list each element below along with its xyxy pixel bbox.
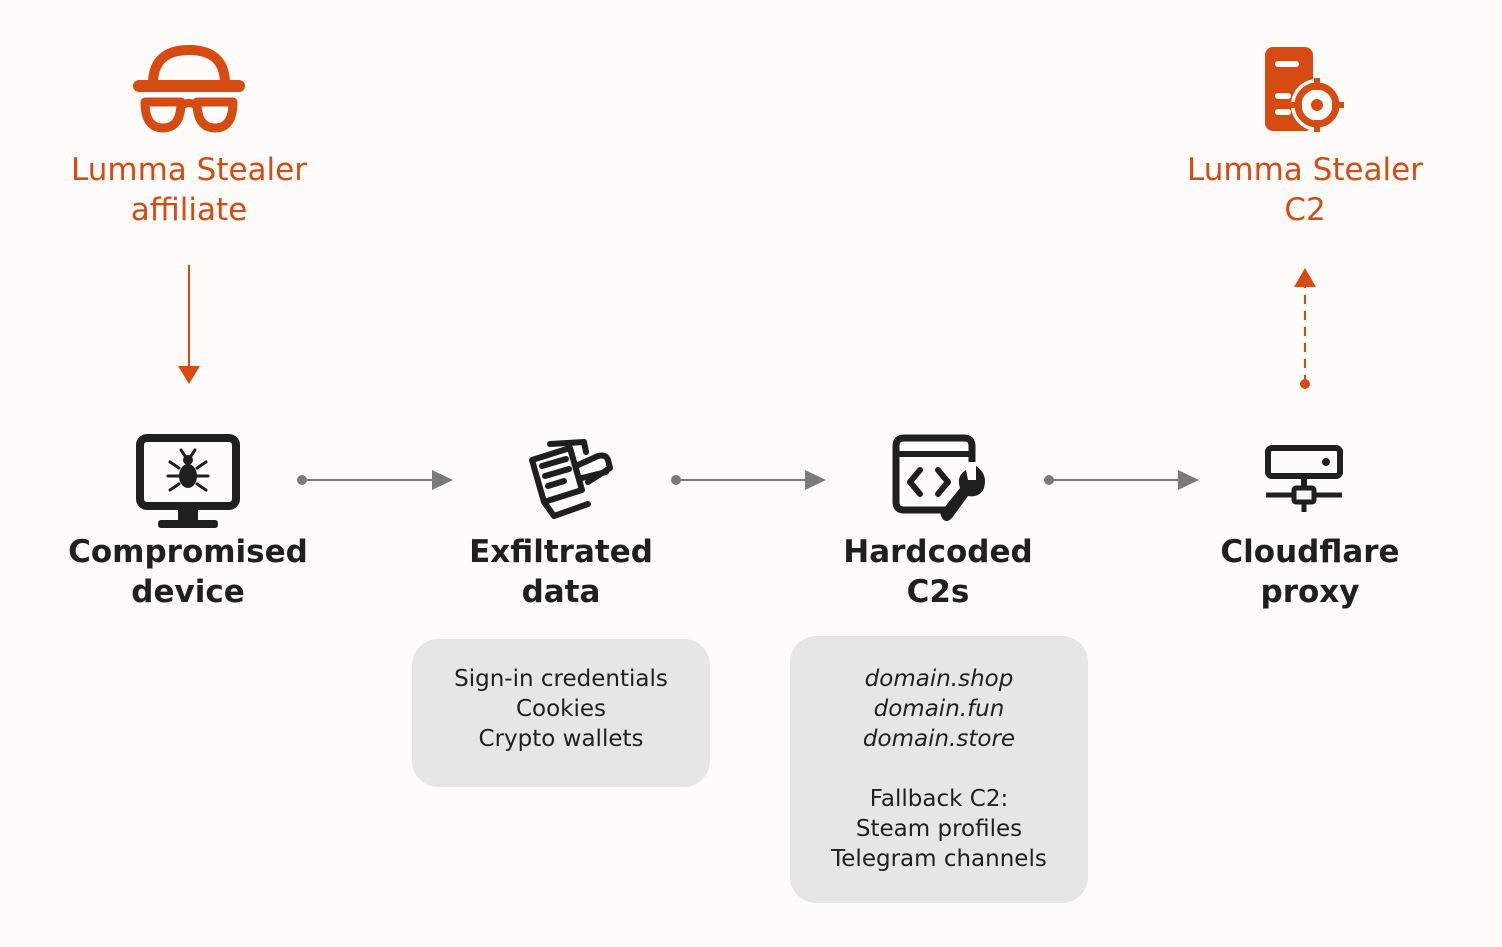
- arrow-proxy-to-c2: [1294, 268, 1316, 389]
- monitor-bug-icon: [136, 434, 240, 528]
- exfiltrated-data-box: Sign-in credentials Cookies Crypto walle…: [412, 639, 710, 787]
- domain-item: domain.store: [862, 726, 1016, 752]
- hardcoded-label-line1: Hardcoded: [843, 534, 1033, 570]
- arrow-affiliate-to-device: [178, 265, 200, 384]
- network-server-icon: [1265, 445, 1343, 512]
- affiliate-label-line2: affiliate: [130, 192, 248, 228]
- hardcoded-c2s-box: domain.shop domain.fun domain.store Fall…: [790, 636, 1088, 903]
- c2-label: Lumma Stealer C2: [1155, 150, 1455, 230]
- fallback-item: Telegram channels: [831, 846, 1047, 872]
- domain-item: domain.fun: [873, 696, 1005, 722]
- spy-icon: [133, 44, 245, 133]
- list-item: Cookies: [515, 696, 607, 722]
- server-target-icon: [1265, 47, 1344, 132]
- code-wrench-icon: [892, 434, 985, 521]
- list-item: Crypto wallets: [478, 726, 644, 752]
- hardcoded-label-line2: C2s: [906, 574, 970, 610]
- data-label: Exfiltrated data: [411, 532, 711, 612]
- spacer: [790, 754, 1088, 784]
- list-item: Sign-in credentials: [454, 666, 668, 692]
- data-label-line2: data: [521, 574, 601, 610]
- c2-label-line1: Lumma Stealer: [1187, 152, 1423, 188]
- domain-item: domain.shop: [864, 666, 1014, 692]
- data-label-line1: Exfiltrated: [469, 534, 653, 570]
- hardcoded-label: Hardcoded C2s: [788, 532, 1088, 612]
- arrow-hardcoded-to-proxy: [1044, 470, 1199, 490]
- proxy-label-line1: Cloudflare: [1220, 534, 1400, 570]
- affiliate-label: Lumma Stealer affiliate: [39, 150, 339, 230]
- arrow-device-to-data: [297, 470, 453, 490]
- proxy-label: Cloudflare proxy: [1160, 532, 1460, 612]
- affiliate-label-line1: Lumma Stealer: [71, 152, 307, 188]
- device-label: Compromised device: [38, 532, 338, 612]
- arrow-data-to-hardcoded: [671, 470, 826, 490]
- device-label-line1: Compromised: [68, 534, 308, 570]
- device-label-line2: device: [131, 574, 245, 610]
- proxy-label-line2: proxy: [1260, 574, 1360, 610]
- documents-hand-icon: [529, 439, 613, 519]
- fallback-item: Steam profiles: [855, 816, 1023, 842]
- fallback-title: Fallback C2:: [869, 786, 1009, 812]
- c2-label-line2: C2: [1284, 192, 1326, 228]
